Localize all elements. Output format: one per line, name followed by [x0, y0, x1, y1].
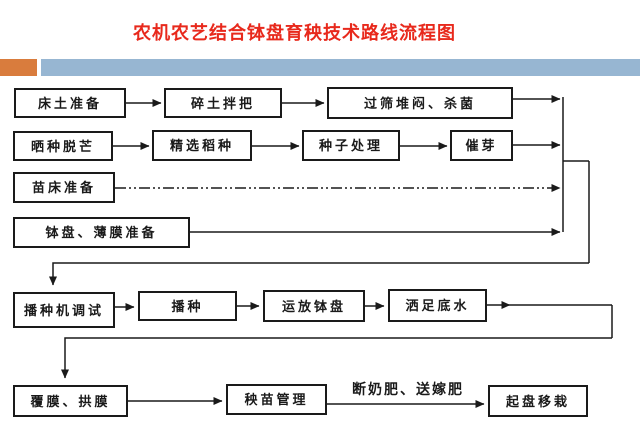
flow-node-seedbed-prep: 苗床准备 — [13, 172, 115, 203]
flow-node-place-trays: 运放钵盘 — [263, 290, 365, 322]
flow-node-sowing: 播种 — [138, 291, 237, 321]
flow-node-bed-soil-prep: 床土准备 — [14, 88, 126, 118]
edge-label-fertilizer: 断奶肥、送嫁肥 — [352, 383, 464, 398]
flow-node-sun-seed-deawn: 晒种脱芒 — [13, 131, 113, 161]
flow-node-seeder-adjust: 播种机调试 — [13, 292, 115, 328]
accent-bar-orange — [0, 59, 37, 76]
flow-node-seedling-management: 秧苗管理 — [226, 384, 327, 415]
flow-node-select-rice-seed: 精选稻种 — [152, 130, 252, 161]
flow-node-lift-transplant: 起盘移栽 — [488, 385, 588, 417]
flow-node-seed-treatment: 种子处理 — [302, 130, 400, 161]
page-title: 农机农艺结合钵盘育秧技术路线流程图 — [133, 23, 456, 43]
flow-node-crush-soil-mix: 碎土拌把 — [164, 88, 282, 118]
flow-node-germination: 催芽 — [450, 130, 513, 161]
flow-node-sieve-pile-sterilize: 过筛堆闷、杀菌 — [327, 87, 513, 119]
flow-node-tray-film-prep: 钵盘、薄膜准备 — [13, 217, 190, 248]
flow-node-cover-arch-film: 覆膜、拱膜 — [13, 385, 128, 417]
flow-node-water-base: 洒足底水 — [388, 289, 487, 322]
accent-bar-blue — [41, 59, 640, 76]
